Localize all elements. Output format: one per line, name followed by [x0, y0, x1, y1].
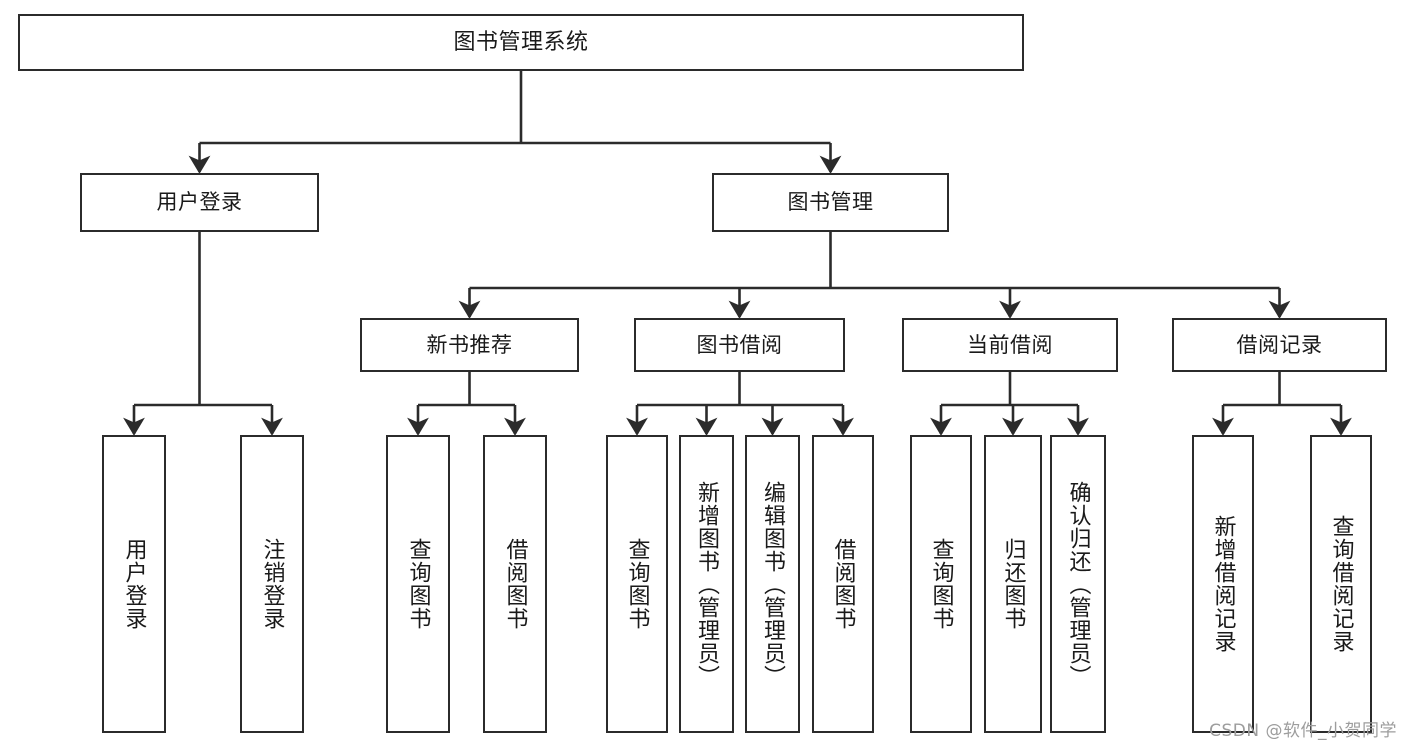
node-leaf-confirm-return[interactable]: 确认归还（管理员） — [1050, 435, 1106, 733]
node-book-borrow[interactable]: 图书借阅 — [634, 318, 845, 372]
node-label: 借阅图书 — [830, 538, 856, 630]
node-label: 注销登录 — [259, 538, 285, 630]
node-leaf-user-login[interactable]: 用户登录 — [102, 435, 166, 733]
node-leaf-query-book-1[interactable]: 查询图书 — [386, 435, 450, 733]
node-label: 确认归还（管理员） — [1065, 480, 1091, 688]
node-label: 图书借阅 — [696, 332, 783, 357]
node-label: 编辑图书（管理员） — [760, 480, 786, 688]
node-label: 查询图书 — [624, 538, 650, 630]
node-label: 查询图书 — [928, 538, 954, 630]
node-label: 归还图书 — [1000, 538, 1026, 630]
node-label: 新增借阅记录 — [1210, 515, 1236, 653]
node-label: 借阅图书 — [502, 538, 528, 630]
node-label: 借阅记录 — [1236, 332, 1323, 357]
node-label: 图书管理系统 — [453, 29, 589, 55]
node-user-login[interactable]: 用户登录 — [80, 173, 319, 232]
node-new-book-rec[interactable]: 新书推荐 — [360, 318, 579, 372]
node-leaf-return-book[interactable]: 归还图书 — [984, 435, 1042, 733]
node-label: 新增图书（管理员） — [694, 480, 720, 688]
node-book-manage[interactable]: 图书管理 — [712, 173, 949, 232]
node-label: 新书推荐 — [426, 332, 513, 357]
node-leaf-add-record[interactable]: 新增借阅记录 — [1192, 435, 1254, 733]
node-leaf-query-book-2[interactable]: 查询图书 — [606, 435, 668, 733]
node-leaf-borrow-book-1[interactable]: 借阅图书 — [483, 435, 547, 733]
node-label: 当前借阅 — [967, 332, 1053, 357]
node-leaf-query-book-3[interactable]: 查询图书 — [910, 435, 972, 733]
node-leaf-add-book[interactable]: 新增图书（管理员） — [679, 435, 734, 733]
node-root[interactable]: 图书管理系统 — [18, 14, 1024, 71]
node-label: 查询借阅记录 — [1328, 515, 1354, 653]
watermark: CSDN @软件_小贺同学 — [1209, 721, 1397, 741]
node-label: 查询图书 — [405, 538, 431, 630]
node-current-borrow[interactable]: 当前借阅 — [902, 318, 1118, 372]
node-leaf-edit-book[interactable]: 编辑图书（管理员） — [745, 435, 800, 733]
node-leaf-user-logout[interactable]: 注销登录 — [240, 435, 304, 733]
node-leaf-borrow-book-2[interactable]: 借阅图书 — [812, 435, 874, 733]
node-leaf-query-record[interactable]: 查询借阅记录 — [1310, 435, 1372, 733]
node-label: 用户登录 — [121, 538, 147, 630]
node-label: 用户登录 — [156, 190, 243, 215]
node-borrow-record[interactable]: 借阅记录 — [1172, 318, 1387, 372]
node-label: 图书管理 — [787, 190, 874, 215]
